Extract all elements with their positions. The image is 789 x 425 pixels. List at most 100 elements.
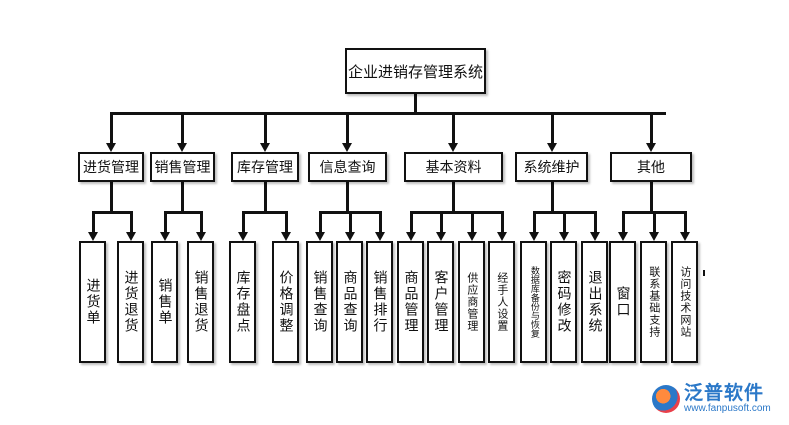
leaf-label: 进货退货 (122, 270, 139, 334)
leaf-jinhuodan: 进货单 (79, 241, 106, 363)
leaf-label: 销售退货 (192, 270, 209, 334)
group-stem-2 (264, 182, 267, 212)
category-label: 其他 (637, 160, 665, 176)
category-arrow-6 (646, 143, 656, 152)
leaf-lianxijichuzhichi: 联系基础支持 (640, 241, 667, 363)
group-stem-0 (110, 182, 113, 212)
leaf-label: 窗口 (614, 286, 631, 318)
leaf-arrow-4-0 (406, 232, 416, 241)
leaf-drop-6-1 (653, 211, 656, 233)
group-bus-4 (410, 211, 503, 214)
category-arrow-5 (547, 143, 557, 152)
root-stem (414, 94, 417, 114)
leaf-label: 退出系统 (586, 270, 603, 334)
group-stem-4 (452, 182, 455, 212)
leaf-arrow-6-0 (618, 232, 628, 241)
category-arrow-0 (106, 143, 116, 152)
leaf-arrow-4-2 (467, 232, 477, 241)
group-bus-0 (92, 211, 132, 214)
category-drop-2 (264, 112, 267, 144)
leaf-drop-5-0 (533, 211, 536, 233)
leaf-shangpinguanli: 商品管理 (397, 241, 424, 363)
category-arrow-3 (342, 143, 352, 152)
watermark: 泛普软件 www.fanpusoft.com (652, 380, 782, 418)
watermark-name: 泛普软件 (684, 381, 765, 404)
leaf-fangwenjishuwangzhan: 访问技术网站 (671, 241, 698, 363)
leaf-drop-6-2 (684, 211, 687, 233)
leaf-drop-4-1 (440, 211, 443, 233)
leaf-drop-1-0 (164, 211, 167, 233)
leaf-arrow-3-2 (375, 232, 385, 241)
category-drop-6 (650, 112, 653, 144)
leaf-arrow-5-1 (559, 232, 569, 241)
leaf-arrow-1-1 (196, 232, 206, 241)
leaf-label: 密码修改 (555, 270, 572, 334)
leaf-arrow-6-1 (649, 232, 659, 241)
leaf-label: 价格调整 (277, 270, 294, 334)
group-stem-5 (551, 182, 554, 212)
group-stem-1 (181, 182, 184, 212)
watermark-text: 泛普软件 www.fanpusoft.com (684, 381, 771, 414)
leaf-xiaoshouchaxun: 销售查询 (306, 241, 333, 363)
category-label: 系统维护 (523, 160, 580, 176)
leaf-label: 销售查询 (311, 270, 328, 334)
leaf-arrow-5-0 (529, 232, 539, 241)
leaf-xiaoshoudan: 销售单 (151, 241, 178, 363)
leaf-drop-0-1 (130, 211, 133, 233)
leaf-drop-3-2 (379, 211, 382, 233)
leaf-label: 供应商管理 (465, 272, 479, 332)
fanpu-logo-icon (652, 385, 680, 413)
leaf-drop-5-2 (594, 211, 597, 233)
root-node: 企业进销存管理系统 (345, 48, 486, 94)
category-label: 基本资料 (425, 160, 482, 176)
leaf-drop-4-0 (410, 211, 413, 233)
leaf-drop-2-1 (285, 211, 288, 233)
category-drop-1 (181, 112, 184, 144)
leaf-arrow-0-1 (126, 232, 136, 241)
category-kucun: 库存管理 (231, 152, 299, 182)
leaf-arrow-2-1 (281, 232, 291, 241)
group-bus-2 (242, 211, 287, 214)
category-label: 信息查询 (319, 160, 376, 176)
category-jinhuo: 进货管理 (78, 152, 144, 182)
watermark-url: www.fanpusoft.com (684, 402, 771, 414)
leaf-label: 销售排行 (371, 270, 388, 334)
leaf-arrow-4-3 (497, 232, 507, 241)
group-bus-1 (164, 211, 202, 214)
category-arrow-2 (260, 143, 270, 152)
leaf-arrow-6-2 (680, 232, 690, 241)
category-drop-4 (452, 112, 455, 144)
leaf-jinhuotuihuo: 进货退货 (117, 241, 144, 363)
leaf-xiaoshoupaihang: 销售排行 (366, 241, 393, 363)
leaf-mimaxiugai: 密码修改 (550, 241, 577, 363)
leaf-drop-5-1 (563, 211, 566, 233)
category-drop-0 (110, 112, 113, 144)
category-jiben: 基本资料 (404, 152, 503, 182)
leaf-shangpinchaxun: 商品查询 (336, 241, 363, 363)
leaf-shujukubeifen: 数据库备份与恢复 (520, 241, 547, 363)
leaf-label: 访问技术网站 (678, 266, 692, 338)
leaf-label: 经手人设置 (495, 272, 509, 332)
leaf-arrow-4-1 (436, 232, 446, 241)
category-drop-3 (346, 112, 349, 144)
leaf-jiagetiaozheng: 价格调整 (272, 241, 299, 363)
leaf-label: 联系基础支持 (647, 266, 661, 338)
leaf-drop-0-0 (92, 211, 95, 233)
category-label: 销售管理 (154, 160, 211, 176)
leaf-label: 库存盘点 (234, 270, 251, 334)
leaf-tuichuxitong: 退出系统 (581, 241, 608, 363)
leaf-label: 商品管理 (402, 270, 419, 334)
category-arrow-1 (177, 143, 187, 152)
leaf-drop-3-0 (319, 211, 322, 233)
leaf-drop-6-0 (622, 211, 625, 233)
group-stem-6 (650, 182, 653, 212)
category-label: 库存管理 (237, 160, 293, 176)
leaf-label: 商品查询 (341, 270, 358, 334)
leaf-label: 进货单 (84, 278, 101, 326)
leaf-label: 销售单 (156, 278, 173, 326)
leaf-drop-1-1 (200, 211, 203, 233)
leaf-arrow-0-0 (88, 232, 98, 241)
leaf-arrow-1-0 (160, 232, 170, 241)
top-bus (111, 112, 666, 115)
